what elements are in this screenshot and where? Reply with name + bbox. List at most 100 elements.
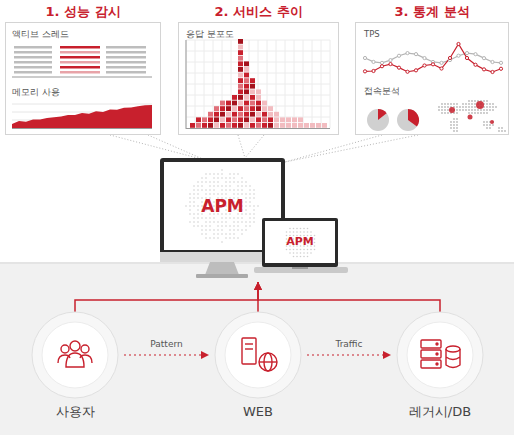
response-cell	[226, 101, 231, 106]
globe-dot	[225, 237, 227, 239]
thread-bar	[14, 71, 52, 74]
globe-dot	[217, 173, 219, 175]
globe-dot	[245, 229, 247, 231]
response-cell	[244, 84, 249, 89]
response-cell	[238, 73, 243, 78]
response-cell	[322, 123, 327, 128]
map-dot	[489, 127, 491, 129]
response-cell	[310, 123, 315, 128]
globe-dot	[245, 201, 247, 203]
callout-tail	[148, 135, 205, 160]
response-cell	[238, 95, 243, 100]
map-dot	[444, 106, 446, 108]
globe-dot	[249, 201, 251, 203]
grid-line	[186, 84, 330, 85]
globe-dot	[237, 173, 239, 175]
response-cell	[256, 112, 261, 117]
grid-line	[186, 73, 330, 74]
globe-dot	[229, 217, 231, 219]
globe-dot	[193, 189, 195, 191]
response-cell	[238, 61, 243, 66]
callout-panel: 2. 서비스 추이응답 분포도	[178, 2, 339, 136]
map-dot	[453, 118, 455, 120]
globe-dot	[237, 185, 239, 187]
globe-dot	[245, 181, 247, 183]
globe-dot	[189, 209, 191, 211]
globe-dot	[209, 189, 211, 191]
map-dot	[489, 103, 491, 105]
feed-line	[75, 282, 258, 312]
map-dot	[492, 124, 494, 126]
globe-dot	[293, 231, 295, 233]
tps-dot	[440, 67, 443, 70]
tps-dot	[491, 70, 494, 73]
node-label: 레거시/DB	[356, 404, 514, 420]
map-dot	[456, 106, 458, 108]
map-marker	[449, 107, 455, 113]
globe-dot	[197, 209, 199, 211]
node-label: WEB	[174, 404, 342, 420]
response-cell	[220, 101, 225, 106]
response-cell	[280, 123, 285, 128]
response-cell	[238, 117, 243, 122]
globe-dot	[249, 193, 251, 195]
panel-title: 3. 통계 분석	[355, 4, 509, 20]
globe-dot	[185, 205, 187, 207]
map-dot	[471, 109, 473, 111]
map-dot	[459, 109, 461, 111]
response-cell	[214, 106, 219, 111]
person-head	[70, 341, 80, 351]
map-dot	[492, 106, 494, 108]
tps-dot	[372, 69, 375, 72]
globe-dot	[233, 181, 235, 183]
tps-dot	[414, 53, 417, 56]
globe-dot	[213, 233, 215, 235]
response-cell	[286, 123, 291, 128]
tps-dot	[499, 61, 502, 64]
tps-dot	[423, 56, 426, 59]
globe-dot	[217, 225, 219, 227]
response-cell	[238, 84, 243, 89]
globe-dot	[245, 209, 247, 211]
globe-dot	[225, 217, 227, 219]
callout-tail	[110, 135, 205, 160]
inner-disc	[407, 322, 473, 388]
globe-dot	[249, 225, 251, 227]
response-cell	[238, 123, 243, 128]
map-dot	[486, 127, 488, 129]
globe-dot	[193, 197, 195, 199]
response-cell	[256, 101, 261, 106]
response-cell	[238, 67, 243, 72]
response-cell	[244, 89, 249, 94]
response-cell	[214, 117, 219, 122]
map-marker	[476, 101, 484, 109]
globe-dot	[300, 249, 302, 251]
laptop-screen: APM	[252, 216, 350, 280]
response-cell	[262, 112, 267, 117]
response-cell	[250, 84, 255, 89]
globe-dot	[213, 193, 215, 195]
grid-line	[186, 51, 330, 52]
globe-dot	[225, 189, 227, 191]
globe-dot	[245, 225, 247, 227]
map-dot	[456, 109, 458, 111]
edge-label: Pattern	[148, 339, 184, 350]
globe-dot	[245, 197, 247, 199]
response-cell	[298, 123, 303, 128]
thread-bar	[60, 51, 100, 54]
globe-dot	[249, 217, 251, 219]
globe-dot	[217, 181, 219, 183]
panel-title: 1. 성능 감시	[5, 4, 161, 20]
globe-dot	[296, 256, 298, 258]
map-dot	[483, 121, 485, 123]
globe-dot	[209, 237, 211, 239]
tps-dot	[423, 64, 426, 67]
map-dot	[447, 112, 449, 114]
callout-tail	[245, 135, 264, 158]
outer-ring	[397, 312, 483, 398]
globe-dot	[237, 217, 239, 219]
globe-dot	[245, 193, 247, 195]
icon	[242, 338, 277, 371]
globe-dot	[257, 205, 259, 207]
globe-dot	[221, 217, 223, 219]
